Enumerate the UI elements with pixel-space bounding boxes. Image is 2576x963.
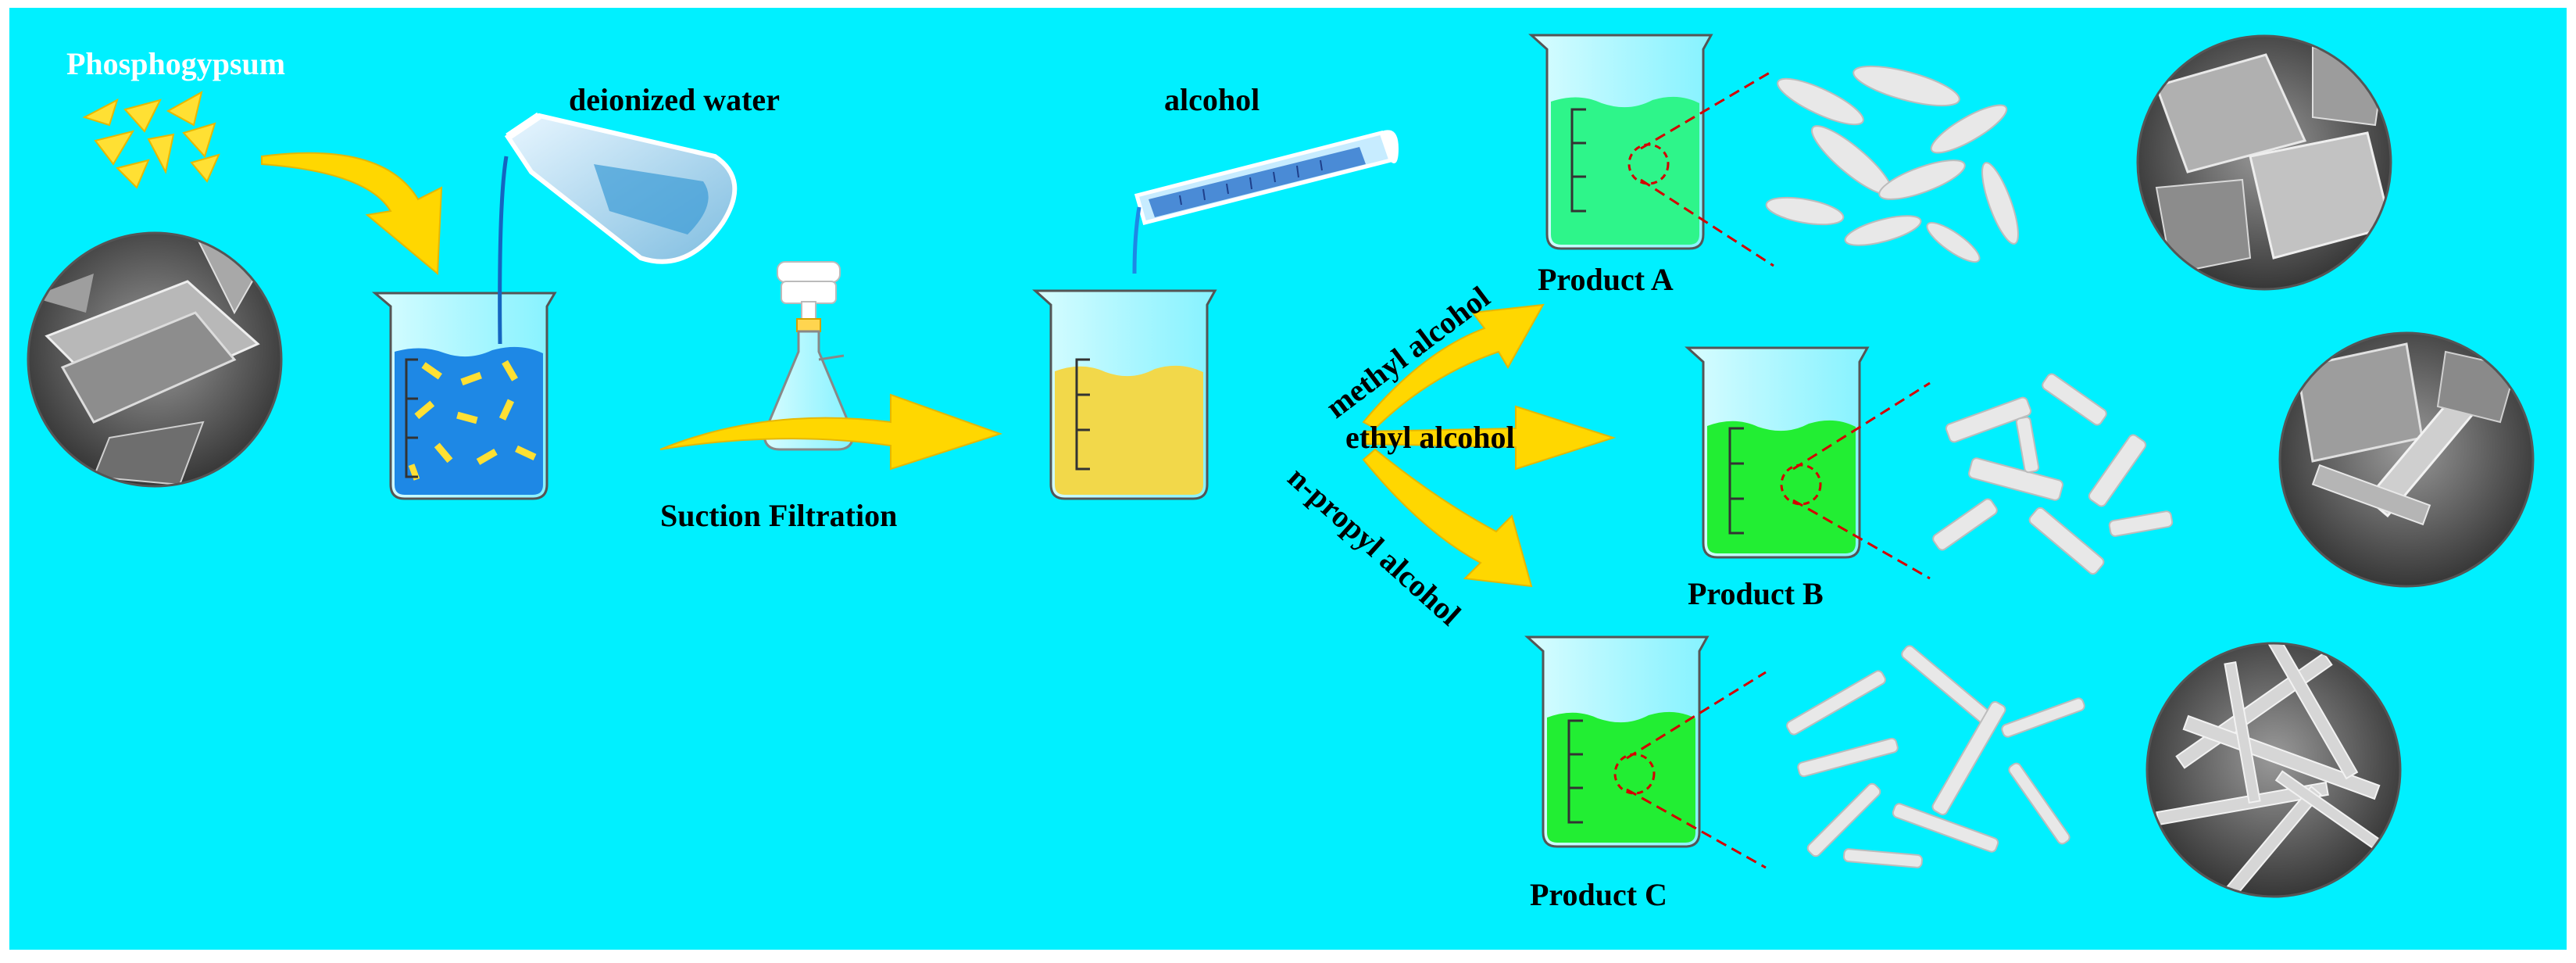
- beaker-water-icon: [371, 292, 557, 500]
- sem-product-c-icon: [2145, 642, 2402, 898]
- sem-product-a-icon: [2136, 34, 2392, 291]
- beaker-yellow-icon: [1032, 289, 1217, 500]
- label-alcohol: alcohol: [1164, 82, 1260, 117]
- branch-arrows: [1362, 303, 1617, 588]
- label-product-b: Product B: [1688, 576, 1824, 611]
- label-ethyl-alcohol: ethyl alcohol: [1345, 420, 1515, 455]
- label-product-c: Product C: [1530, 877, 1667, 912]
- arrow-suction-filtration: [659, 393, 1003, 471]
- label-phosphogypsum: Phosphogypsum: [66, 46, 286, 81]
- crystals-product-c-icon: [1786, 645, 2085, 868]
- zoom-lines-a: [1640, 69, 1774, 267]
- water-stream: [498, 156, 509, 345]
- label-suction-filtration: Suction Filtration: [660, 498, 898, 533]
- beaker-product-a-icon: [1528, 34, 1713, 250]
- sem-raw-phosphogypsum-icon: [27, 231, 283, 488]
- beaker-product-b-icon: [1685, 346, 1870, 559]
- label-product-a: Product A: [1538, 262, 1674, 297]
- beaker-product-c-icon: [1524, 635, 1710, 848]
- graduated-cylinder-icon: [1134, 130, 1399, 226]
- label-deionized-water: deionized water: [569, 82, 780, 117]
- crystals-product-a-icon: [1765, 65, 2019, 263]
- sem-product-b-icon: [2278, 331, 2535, 588]
- zoom-lines-b: [1792, 381, 1931, 580]
- zoom-lines-c: [1626, 671, 1767, 869]
- phosphogypsum-flakes-icon: [82, 91, 220, 189]
- pouring-flask-icon: [504, 112, 738, 264]
- arrow-to-beaker: [261, 152, 443, 276]
- alcohol-stream: [1132, 206, 1142, 274]
- crystals-product-b-icon: [1932, 373, 2174, 575]
